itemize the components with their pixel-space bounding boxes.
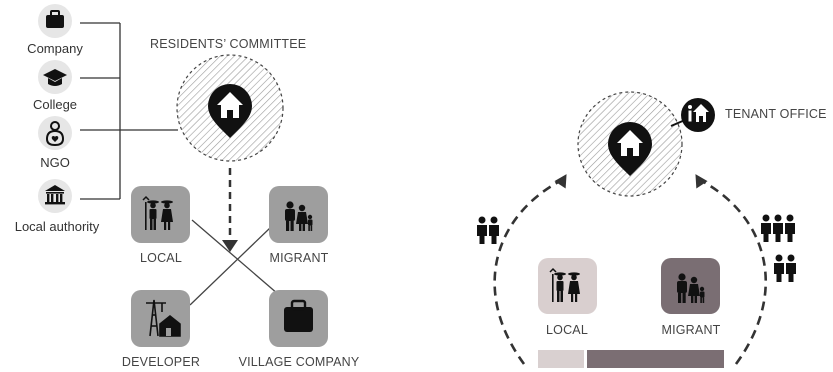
right-migrant-node (661, 258, 720, 314)
government-building-icon (45, 185, 65, 205)
people-pair-left-icon (477, 216, 499, 244)
tenant-office-badge (670, 98, 715, 132)
migrant-label: MIGRANT (269, 251, 329, 265)
people-pair-right-icon (774, 254, 796, 282)
stakeholder-ngo-badge (38, 116, 72, 150)
arrow-head-icon (695, 174, 708, 189)
residents-committee-node (176, 54, 284, 162)
migrant-node (269, 186, 328, 243)
construction-tower-icon (146, 299, 181, 337)
tenant-office-node (577, 91, 683, 197)
tenant-office-label: TENANT OFFICE (725, 107, 827, 121)
local-label: LOCAL (140, 251, 182, 265)
stakeholder-bracket (80, 22, 178, 200)
ngo-heart-person-icon (45, 121, 65, 147)
briefcase-icon (46, 10, 64, 28)
developer-node (131, 290, 190, 347)
graduation-cap-icon (43, 69, 67, 86)
developer-label: DEVELOPER (121, 355, 201, 369)
share-bar (538, 350, 724, 368)
cycle-arrows (493, 178, 768, 365)
actor-cross-lines (189, 219, 286, 306)
local-node (131, 186, 190, 243)
stakeholder-ngo-label: NGO (40, 155, 70, 170)
village-company-node (269, 290, 328, 347)
village-company-label: VILLAGE COMPANY (238, 355, 360, 369)
stakeholder-company-badge (38, 4, 72, 38)
arrow-head-icon (554, 174, 567, 189)
briefcase-icon (284, 299, 313, 332)
right-local-node (538, 258, 597, 314)
share-bar-migrant (587, 350, 724, 368)
people-triple-right-icon (761, 214, 795, 242)
share-bar-local (538, 350, 584, 368)
right-local-label: LOCAL (546, 323, 588, 337)
stakeholder-college-badge (38, 60, 72, 94)
stakeholder-company-label: Company (27, 41, 83, 56)
info-house-icon (688, 104, 709, 122)
stakeholder-local-authority-label: Local authority (14, 219, 100, 234)
stakeholder-college-label: College (32, 97, 78, 112)
residents-committee-label: RESIDENTS’ COMMITTEE (150, 37, 307, 51)
arrow-head-icon (222, 240, 238, 252)
stakeholder-local-authority-badge (38, 179, 72, 213)
right-migrant-label: MIGRANT (661, 323, 721, 337)
